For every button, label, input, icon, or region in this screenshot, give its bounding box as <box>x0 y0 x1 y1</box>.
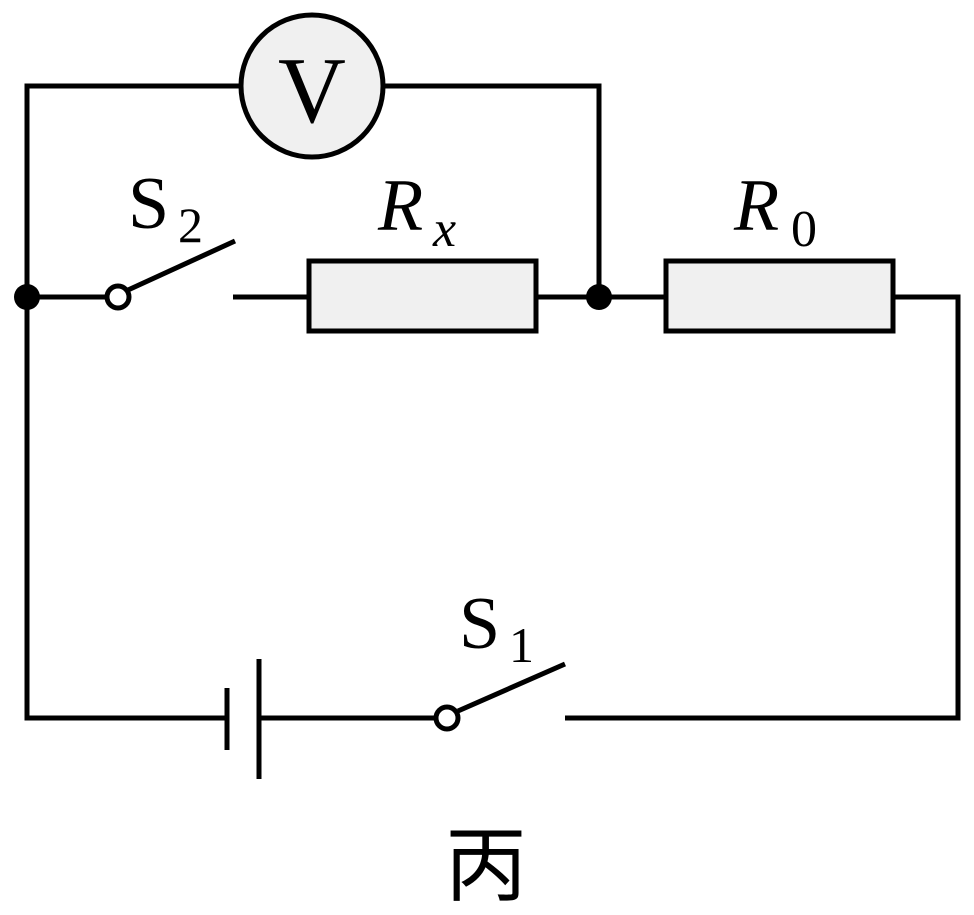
junction-left <box>14 284 40 310</box>
label-s2-sub: 2 <box>178 197 203 253</box>
label-r0-sub: 0 <box>791 201 817 258</box>
wire-left-side <box>24 297 225 721</box>
label-rx-sub: x <box>432 201 456 258</box>
switch-s1-pivot <box>433 704 461 732</box>
switch-s1 <box>433 661 567 732</box>
switch-s1-lever <box>456 661 567 714</box>
label-s1-main: S <box>459 583 500 665</box>
voltmeter-right-wire <box>383 83 602 297</box>
label-s2-main: S <box>128 163 169 245</box>
switch-s2 <box>104 238 237 311</box>
figure-caption: 丙 <box>445 821 527 912</box>
label-s2: S 2 <box>128 163 203 253</box>
resistor-rx <box>306 258 539 334</box>
label-r0: R 0 <box>733 165 817 258</box>
junction-middle <box>586 284 612 310</box>
label-s1-sub: 1 <box>509 617 534 673</box>
label-s1: S 1 <box>459 583 534 673</box>
switch-s2-pivot <box>104 283 132 311</box>
voltmeter-circle <box>238 12 386 160</box>
voltmeter-left-wire <box>24 83 241 297</box>
battery <box>224 659 262 779</box>
label-rx: R x <box>377 165 456 258</box>
voltmeter-label: V <box>278 39 346 143</box>
switch-s2-lever <box>126 238 237 293</box>
label-r0-main: R <box>733 165 779 247</box>
label-rx-main: R <box>377 165 423 247</box>
wire-r0-right-side <box>565 294 961 721</box>
voltmeter: V <box>238 12 386 160</box>
resistor-r0 <box>663 258 896 334</box>
